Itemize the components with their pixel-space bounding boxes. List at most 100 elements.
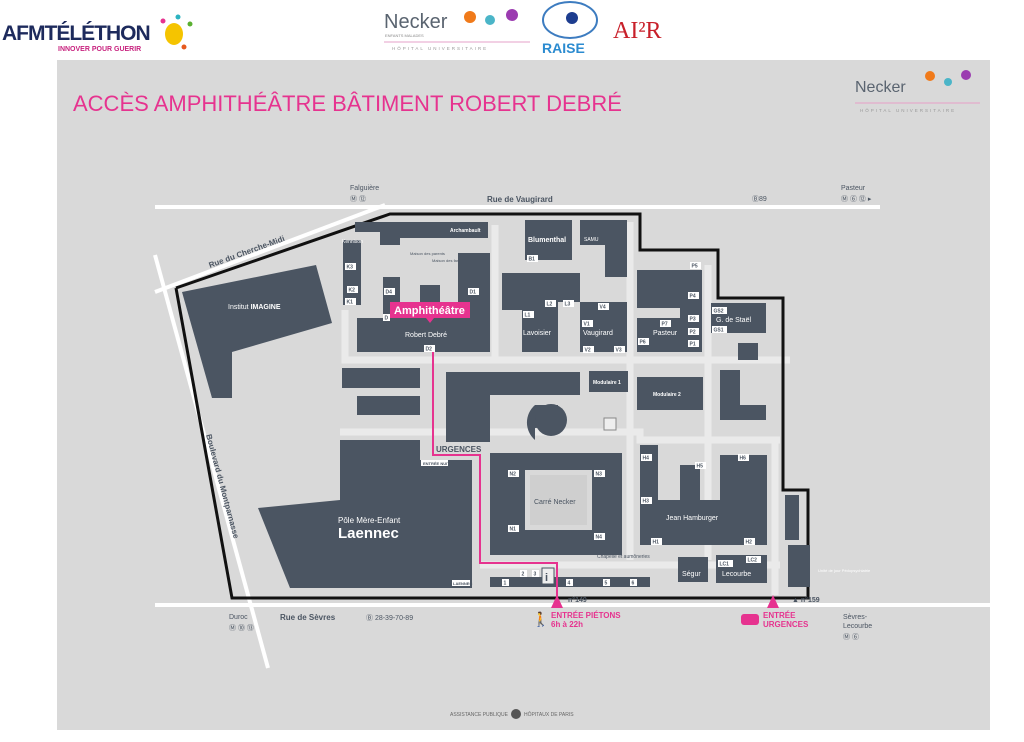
rue-sevres-label: Rue de Sèvres [280, 613, 336, 622]
door-tag-bg [688, 292, 699, 299]
urgences-label: URGENCES [436, 445, 482, 454]
laennec-sub-label: Pôle Mère-Enfant [338, 516, 401, 525]
door-tag-l3: L3 [565, 302, 571, 308]
door-tag-bg [738, 454, 749, 461]
door-tag-bg [603, 579, 610, 586]
door-tag-bg [651, 538, 662, 545]
unite-jour-label: Unité de jour Pédopsychiatrie [818, 568, 871, 573]
door-tag-h1: H1 [653, 540, 660, 546]
door-tag-h4: H4 [643, 456, 650, 462]
info-icon: i [545, 572, 548, 584]
door-tag-d: D [385, 316, 389, 322]
entree-nuit-label: ENTRÉE NUIT [423, 461, 450, 466]
samu-label: SAMU [584, 237, 599, 243]
pedestrian-entrance[interactable]: 🚶 ENTRÉE PIÉTONS 6h à 22h [532, 611, 621, 629]
door-tag-bg [712, 326, 727, 333]
vaugirard-label: Vaugirard [583, 330, 613, 337]
building-kennison [343, 240, 361, 305]
door-tag-bg [520, 570, 527, 577]
accessibility-icon [603, 417, 617, 431]
door-tag-bg [746, 556, 761, 563]
door-tag-p2: P2 [690, 330, 696, 336]
necker-map-logo-text: Necker [855, 79, 906, 96]
necker-logo-text: Necker [384, 11, 448, 33]
pasteur-station-label: Pasteur [841, 185, 866, 192]
car-icon [741, 614, 759, 625]
route-to-amphitheatre [432, 352, 558, 598]
door-tag-bg [345, 263, 356, 270]
door-tag-bg [383, 314, 390, 321]
aphp-logo: ASSISTANCE PUBLIQUE HÔPITAUX DE PARIS [450, 709, 574, 719]
aphp-right: HÔPITAUX DE PARIS [524, 711, 574, 718]
sevres-lecourbe-lines: Ⓜ ⑥ [843, 633, 859, 641]
door-tag-2: 2 [522, 572, 525, 578]
door-tag-bg [545, 300, 556, 307]
door-tag-gs2: GS2 [714, 309, 724, 315]
hospital-boundary [174, 212, 810, 600]
emergency-entrance[interactable]: ENTRÉE URGENCES [741, 611, 809, 629]
falguiere-lines: Ⓜ ⑫ [350, 195, 366, 203]
building-archambault [355, 222, 488, 245]
door-tag-k3: K3 [347, 265, 354, 271]
laennec-tag: LAENNEC [453, 581, 472, 586]
necker-logo-sub: ENFANTS MALADES [385, 33, 424, 38]
door-tag-bg [690, 262, 701, 269]
sevres-lecourbe-label-2: Lecourbe [843, 623, 872, 630]
info-point [541, 567, 555, 585]
door-tag-bg [502, 579, 509, 586]
raise-logo-text: RAISE [542, 40, 585, 56]
building-lavoisier [502, 273, 580, 352]
duroc-lines: Ⓜ ⑩ ⑬ [229, 624, 254, 632]
door-tag-bg [630, 579, 637, 586]
necker-map-logo-sub2: HÔPITAL UNIVERSITAIRE [860, 107, 956, 113]
door-tag-bg [583, 346, 594, 353]
door-tag-n2: N2 [510, 472, 517, 478]
carre-necker-label: Carré Necker [534, 499, 576, 506]
door-tag-d2: D2 [426, 347, 433, 353]
door-tag-bg [638, 338, 649, 345]
door-tag-bg [527, 255, 538, 262]
door-tag-p5: P5 [692, 264, 698, 270]
robert-debre-label: Robert Debré [405, 332, 447, 339]
door-tag-4: 4 [568, 581, 571, 587]
door-tag-bg [468, 288, 479, 295]
bus-sevres: Ⓑ 28-39-70-89 [366, 614, 413, 622]
door-tag-h6: H6 [740, 456, 747, 462]
door-tag-p1: P1 [690, 342, 696, 348]
door-tag-bg [660, 320, 671, 327]
building-segur [678, 557, 708, 582]
modulaire2-label: Modulaire 2 [653, 392, 681, 398]
afm-logo-text: AFMTÉLÉTHON [2, 22, 150, 45]
door-tag-v1: V1 [584, 322, 590, 328]
afm-logo-tagline: INNOVER POUR GUERIR [58, 46, 141, 53]
imagine-label: Institut IMAGINE [228, 304, 281, 311]
door-tag-h2: H2 [746, 540, 753, 546]
building-jean-hamburger [640, 445, 767, 545]
pedestrian-icon: 🚶 [532, 611, 549, 628]
necker-logo-sub2: HÔPITAL UNIVERSITAIRE [392, 45, 488, 51]
door-tag-bg [688, 328, 699, 335]
buildings: Institut IMAGINE Kennison Archambault Ma… [182, 220, 871, 588]
door-tag-gs1: GS1 [714, 328, 724, 334]
pedestrian-entrance-hours: 6h à 22h [551, 620, 583, 629]
laennec-label: Laennec [338, 525, 399, 542]
door-tag-b1: B1 [529, 257, 536, 263]
maison-parents-label: Maison des parents [410, 251, 445, 256]
afm-telethon-logo: AFMTÉLÉTHON INNOVER POUR GUERIR [2, 14, 193, 53]
door-tag-bg [563, 300, 574, 307]
amphitheatre-callout[interactable]: Amphithéâtre [390, 302, 470, 323]
building-carre-necker [490, 453, 622, 555]
street-number-159: ▲ n°159 [792, 596, 820, 604]
door-tag-p7: P7 [662, 322, 668, 328]
aphp-emblem-icon [511, 709, 521, 719]
archambault-label: Archambault [450, 228, 481, 234]
door-tag-v3: V3 [616, 348, 622, 354]
door-tag-p6: P6 [640, 340, 646, 346]
afm-sun-icon [165, 23, 183, 45]
kennison-label: Kennison [342, 239, 363, 245]
lecourbe-label: Lecourbe [722, 571, 751, 578]
roads [153, 203, 990, 669]
necker-logo-header: Necker ENFANTS MALADES HÔPITAL UNIVERSIT… [384, 9, 530, 51]
door-tag-bg [582, 320, 593, 327]
emergency-entrance-marker [767, 595, 779, 608]
